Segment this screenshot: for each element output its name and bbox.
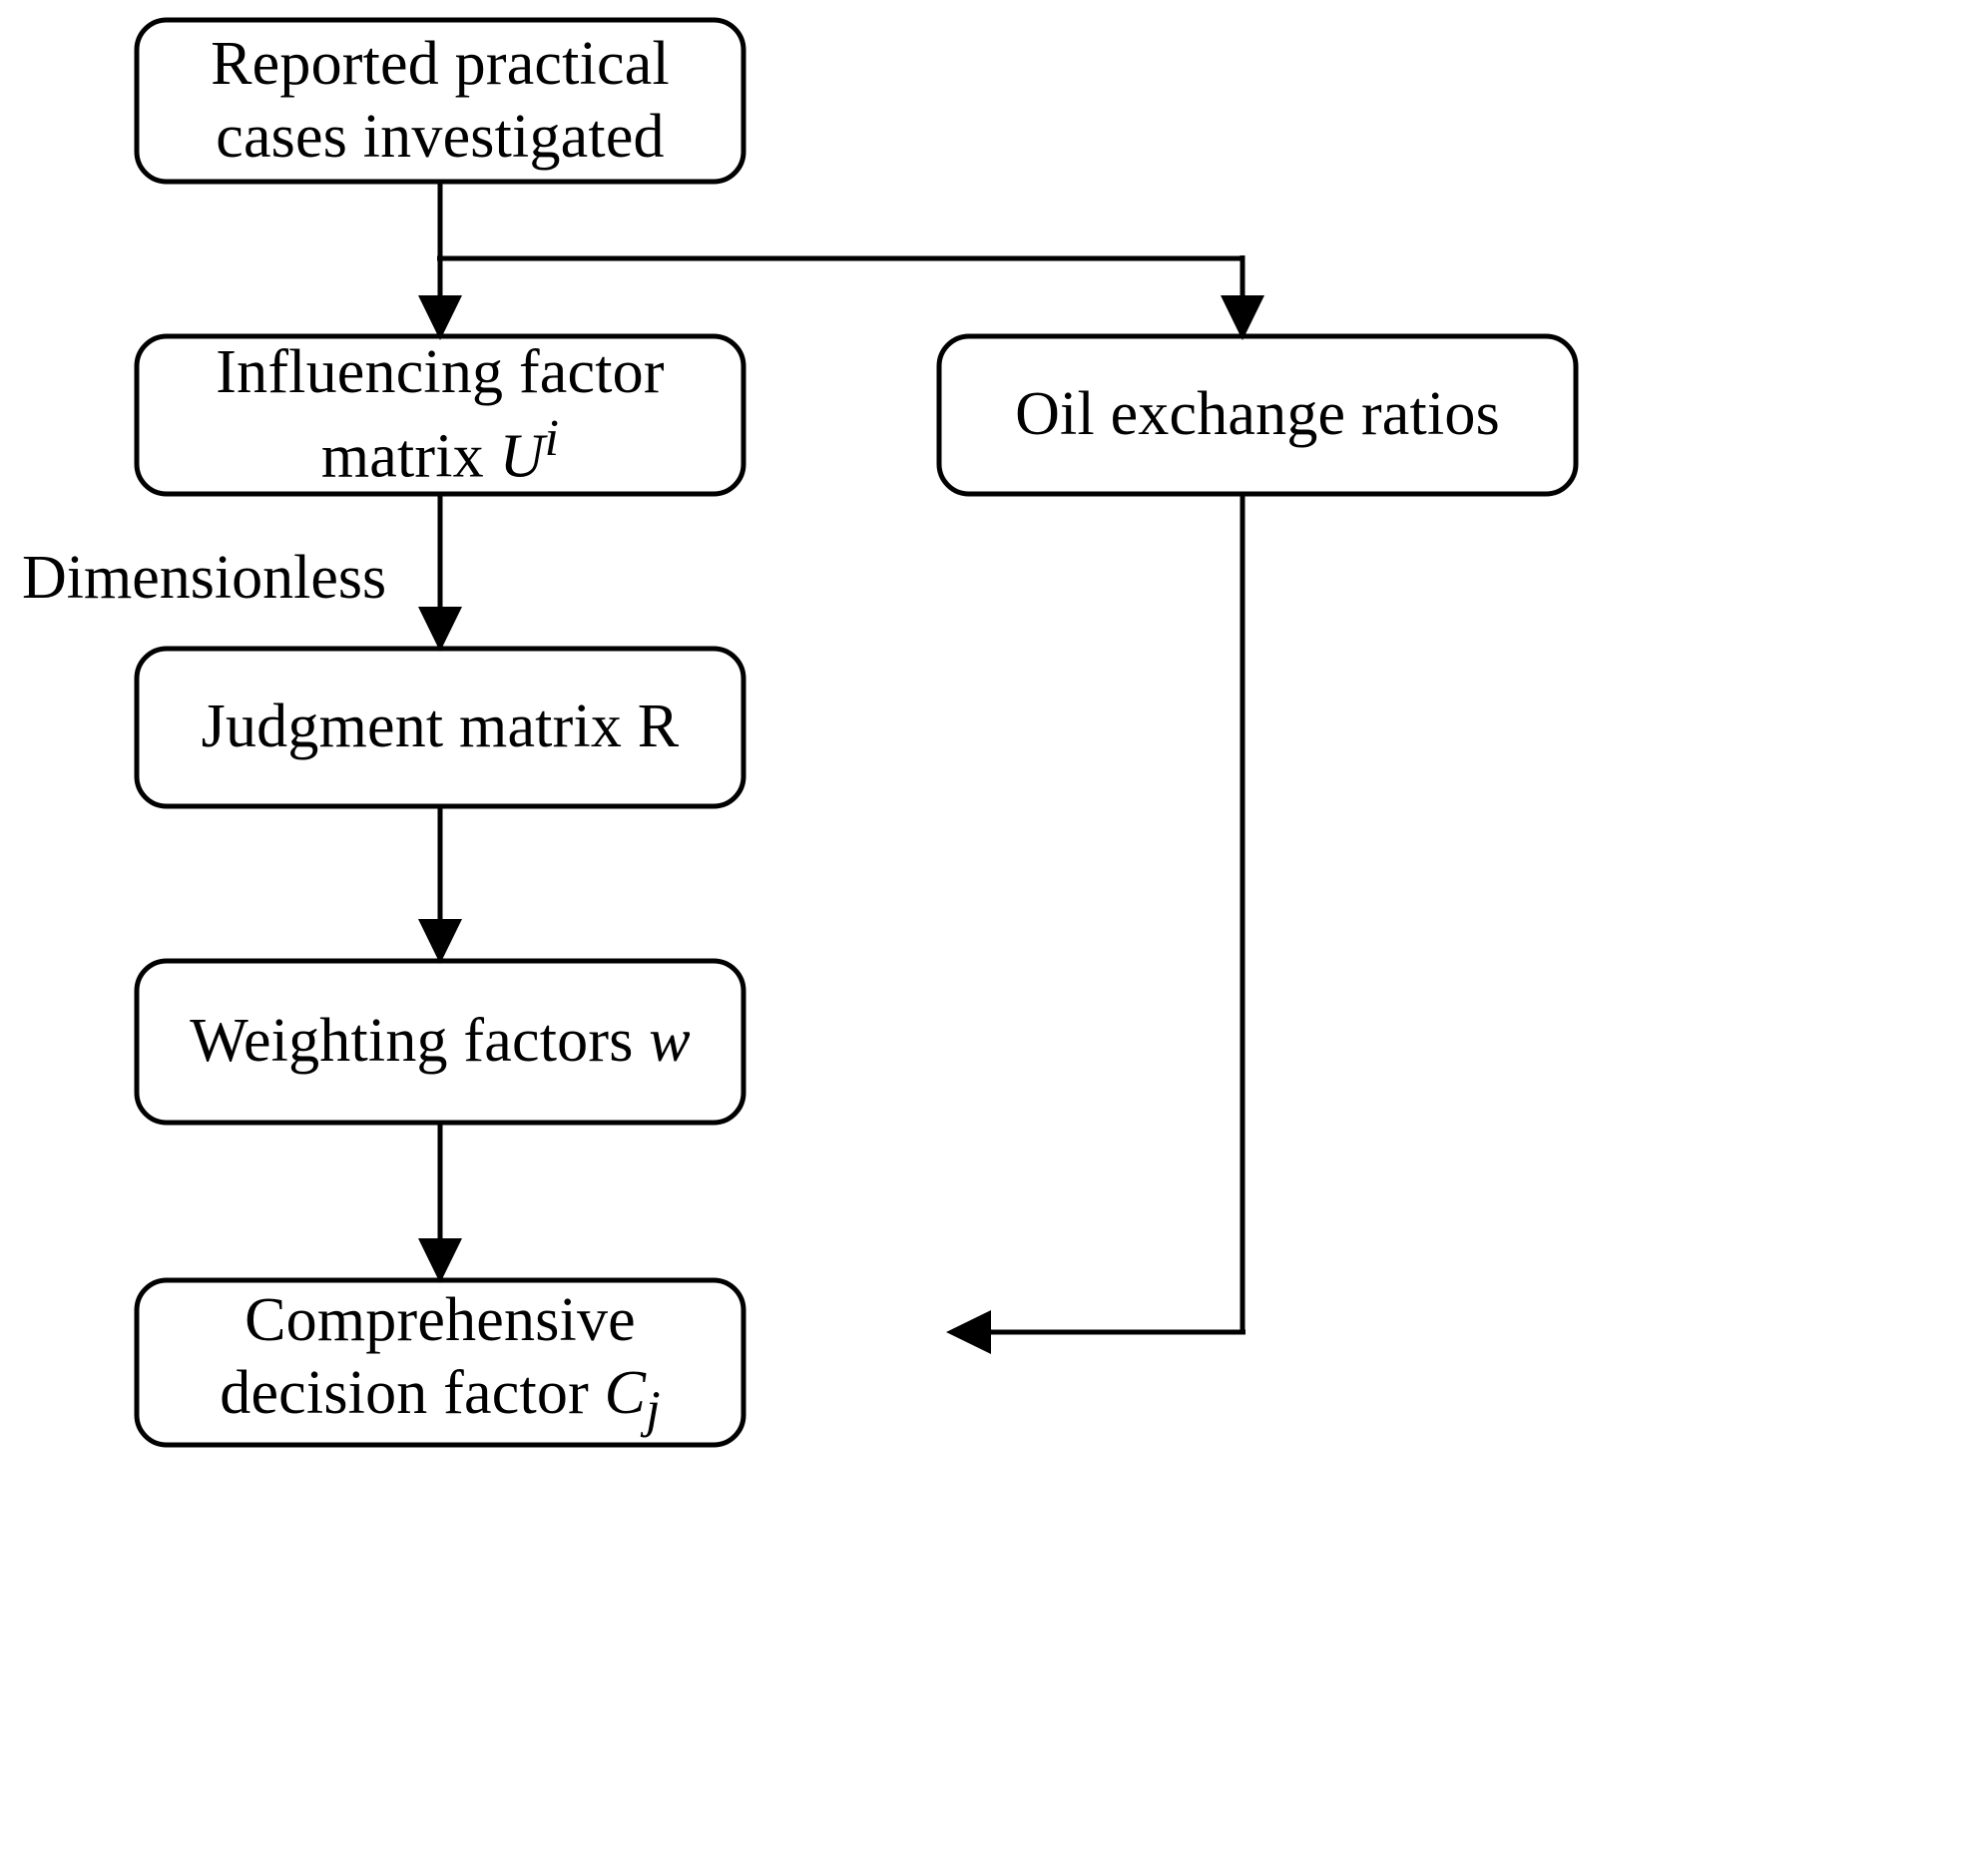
node-oil-exchange-ratios[interactable]	[936, 333, 1579, 497]
arrowhead-weighting-to-comprehensive	[418, 1238, 462, 1283]
arrowhead-influencing-to-judgment	[418, 607, 462, 652]
arrowhead-judgment-to-weighting	[418, 919, 462, 964]
node-reported-cases[interactable]	[134, 17, 746, 185]
arrowhead-reported-to-oil	[1221, 295, 1264, 340]
node-comprehensive-decision-factor[interactable]	[134, 1277, 746, 1448]
node-influencing-factor-matrix[interactable]	[134, 333, 746, 497]
annotation-dimensionless: Dimensionless	[22, 544, 387, 612]
arrowhead-reported-to-influencing	[418, 295, 462, 340]
arrowhead-oil-to-weighting	[946, 1310, 991, 1354]
node-judgment-matrix[interactable]	[134, 646, 746, 809]
node-weighting-factors[interactable]	[134, 958, 746, 1126]
